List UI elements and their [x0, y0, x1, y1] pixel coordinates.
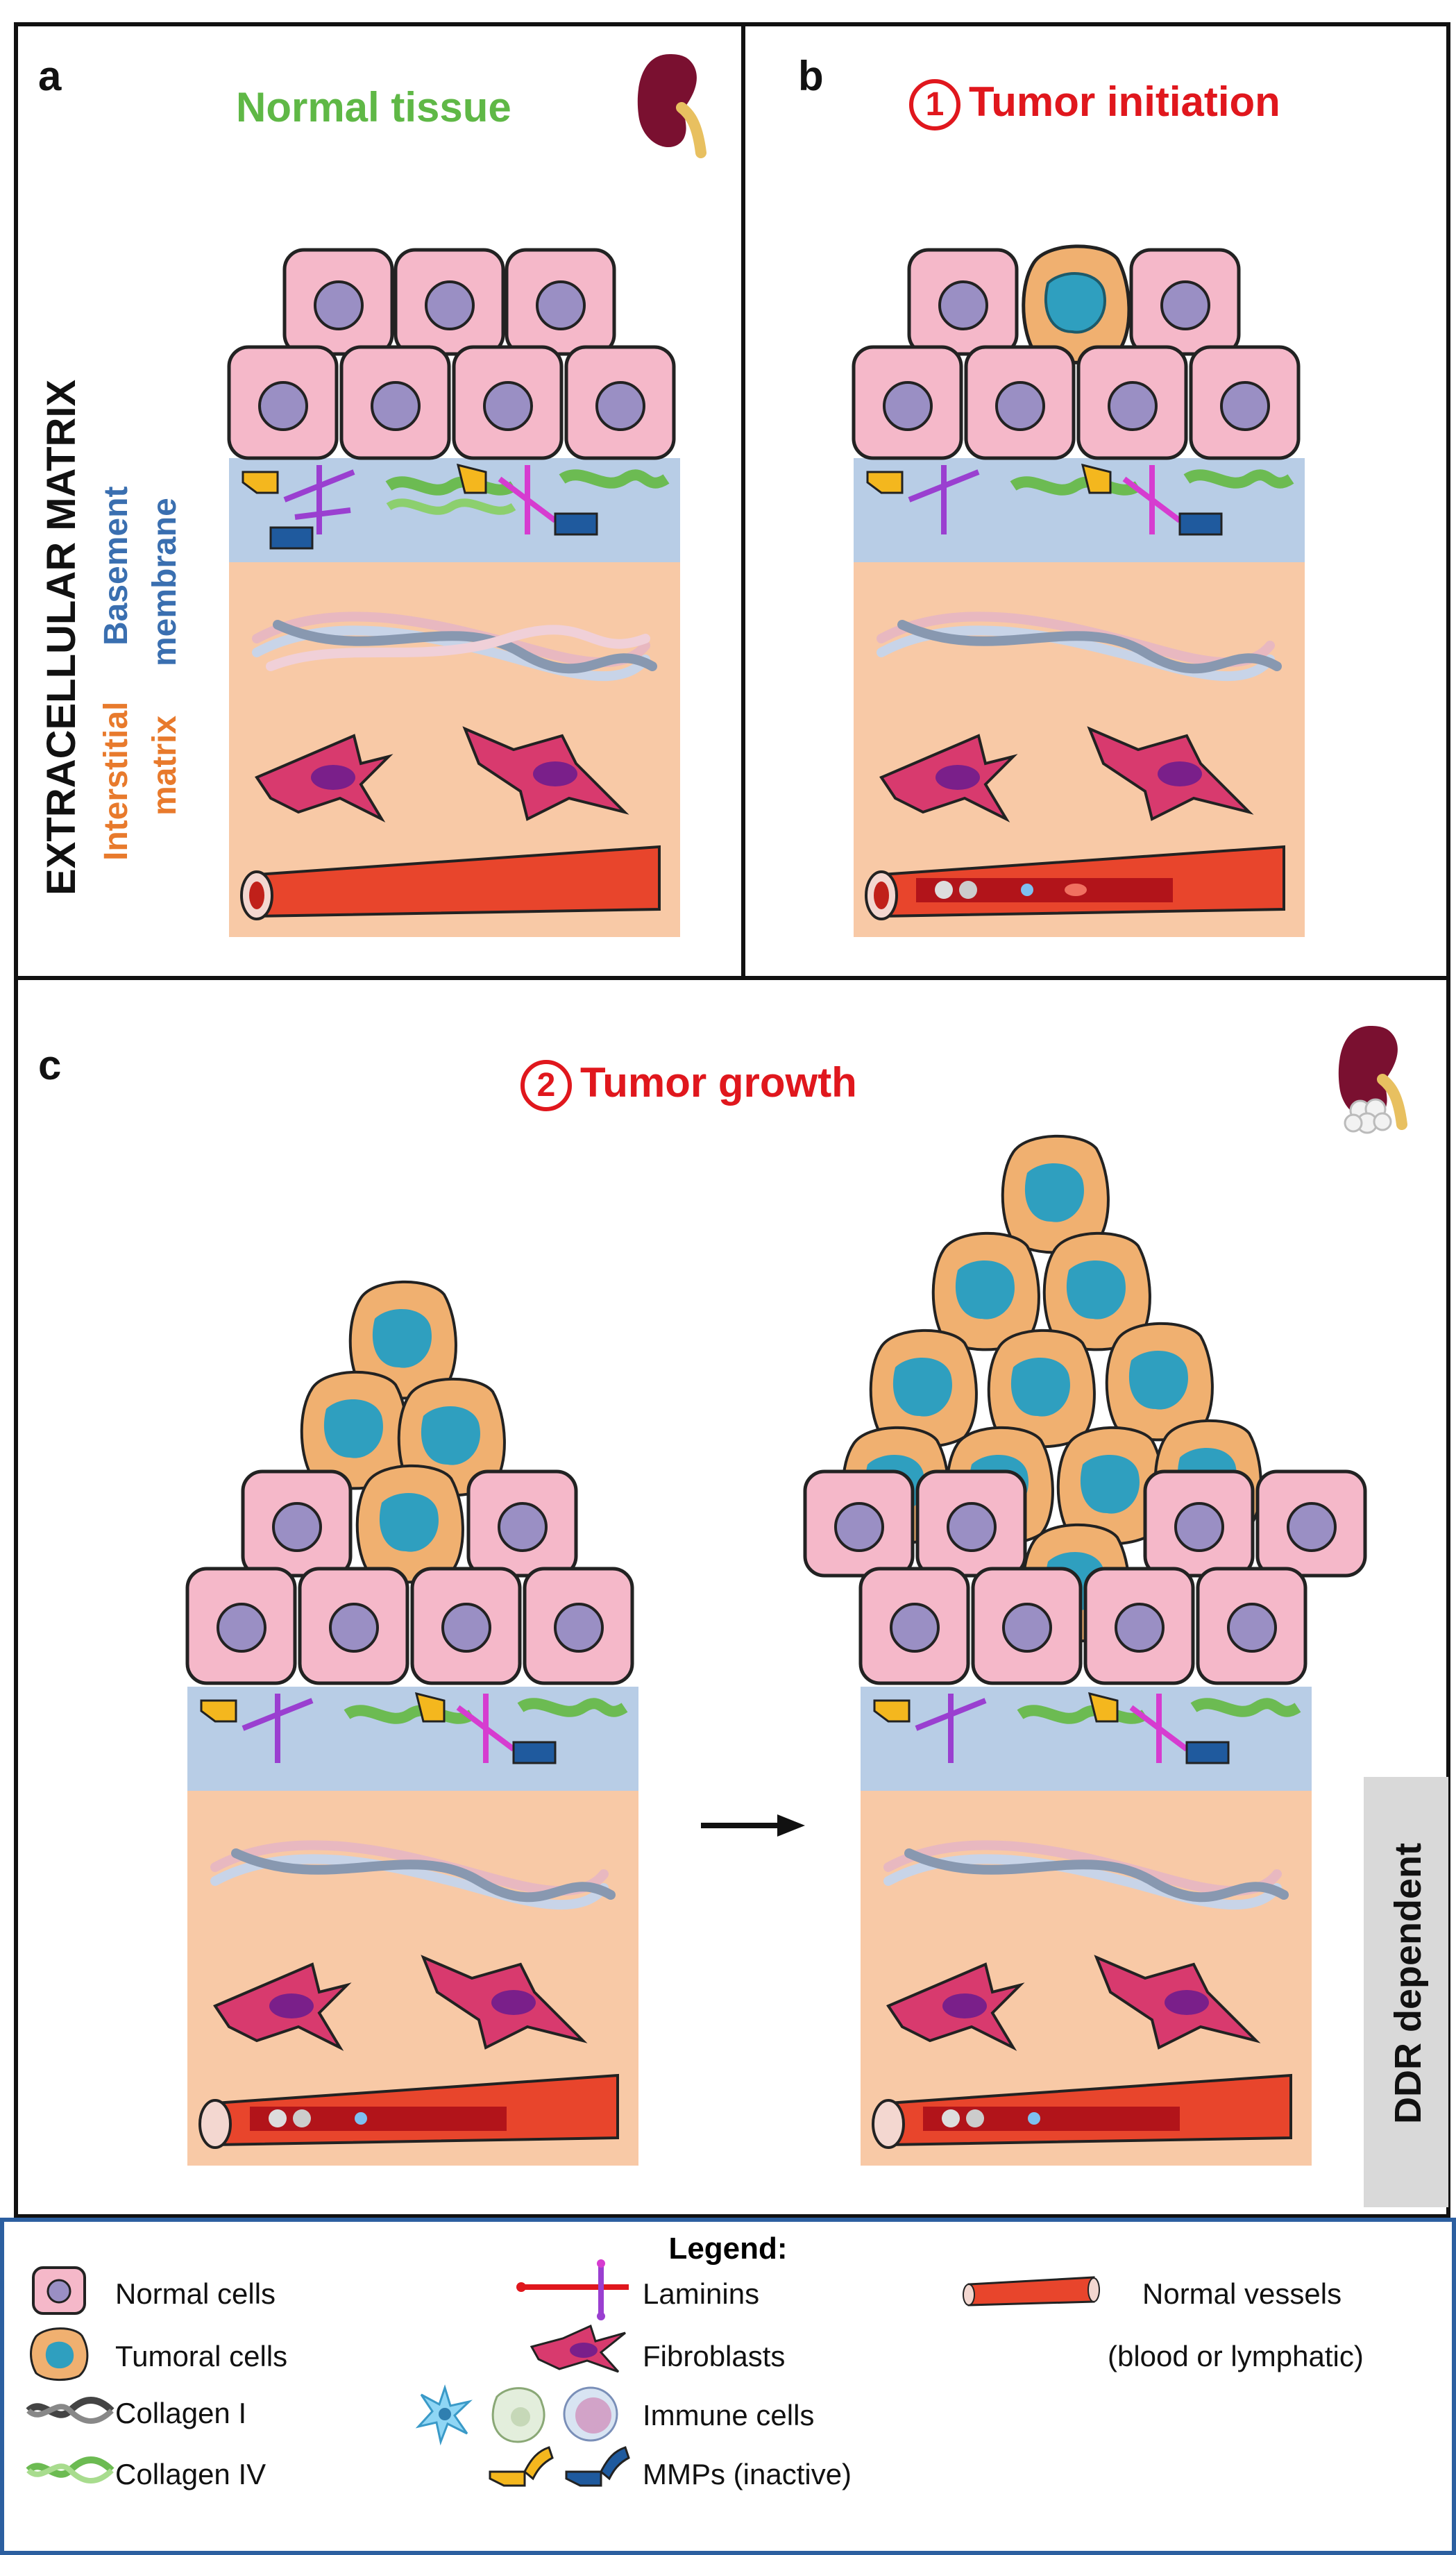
mmps-icon — [489, 2446, 630, 2487]
tumor-kidney-icon — [1338, 1026, 1407, 1134]
tissue-growth-early — [185, 1280, 638, 2166]
panel-a-letter: a — [38, 53, 62, 99]
tumoral-cell-icon — [30, 2327, 89, 2381]
legend-collagen4: Collagen IV — [115, 2458, 266, 2490]
legend-normal-cells: Normal cells — [115, 2277, 276, 2310]
fibroblast-icon — [530, 2324, 626, 2373]
legend-mmps: MMPs (inactive) — [643, 2458, 852, 2490]
tissue-normal — [227, 248, 680, 937]
legend-immune-cells: Immune cells — [643, 2399, 815, 2431]
legend-tumoral-cells: Tumoral cells — [115, 2340, 288, 2372]
ddr-box — [1364, 1777, 1448, 2207]
ecm-label: EXTRACELLULAR MATRIX — [39, 379, 84, 895]
tissue-growth-late — [803, 1134, 1367, 2166]
legend: Legend: Normal cells Tumoral cells Colla… — [0, 2218, 1456, 2555]
collagen-bundle — [252, 612, 657, 682]
immune-cells-icon — [415, 2384, 618, 2446]
progression-arrow — [701, 1814, 805, 1837]
basement-label-2: membrane — [146, 498, 183, 666]
legend-collagen1: Collagen I — [115, 2397, 247, 2429]
tumor-cluster-small — [300, 1280, 506, 1584]
step-circle-1: 1 — [909, 79, 960, 131]
normal-cell-icon — [32, 2266, 86, 2315]
tissue-initiation — [852, 244, 1305, 937]
vessel-with-cells — [865, 845, 1285, 920]
legend-laminins: Laminins — [643, 2277, 760, 2310]
step-circle-2: 2 — [520, 1060, 572, 1112]
fibroblast-left — [255, 734, 393, 823]
legend-title: Legend: — [668, 2232, 788, 2266]
legend-fibroblasts: Fibroblasts — [643, 2340, 786, 2372]
legend-vessels-sub: (blood or lymphatic) — [1108, 2340, 1364, 2372]
panel-c-title-text: Tumor growth — [580, 1059, 857, 1106]
basement-proteins — [242, 463, 670, 550]
normal-cell-row-top — [282, 248, 616, 356]
panel-c-letter: c — [38, 1042, 62, 1088]
basement-label-1: Basement — [98, 486, 135, 646]
laminin-icon — [516, 2259, 629, 2320]
panel-b-title-text: Tumor initiation — [969, 78, 1280, 125]
panel-a-title: Normal tissue — [236, 84, 511, 130]
panel-b-letter: b — [798, 53, 824, 99]
fibroblast-right — [462, 726, 629, 821]
normal-cell-row-bottom — [227, 345, 676, 460]
collagen4-icon — [26, 2456, 115, 2484]
ddr-label: DDR dependent — [1387, 1843, 1429, 2124]
interstitial-label-2: matrix — [146, 715, 183, 816]
vessel-icon — [963, 2276, 1100, 2307]
legend-vessels: Normal vessels — [1142, 2277, 1342, 2310]
kidney-icon — [637, 54, 706, 158]
tumor-cell — [1022, 244, 1131, 364]
interstitial-label-1: Interstitial — [98, 701, 135, 861]
vessel-normal — [240, 845, 661, 920]
collagen1-icon — [26, 2397, 115, 2424]
